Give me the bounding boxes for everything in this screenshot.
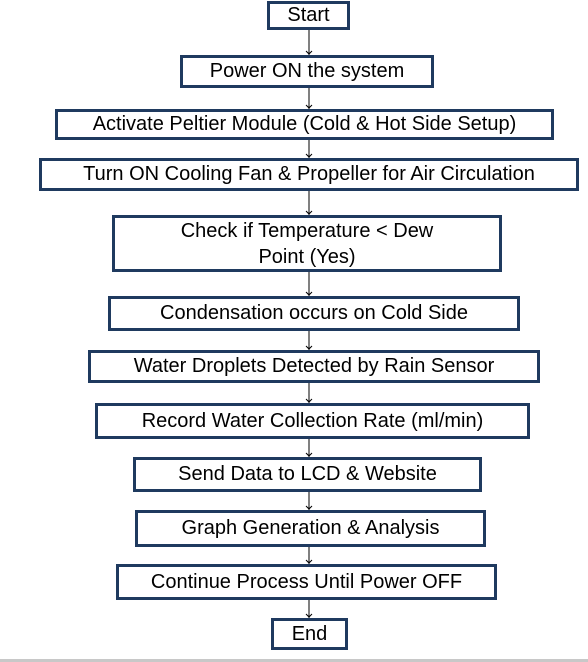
connector-arrowhead: [305, 505, 313, 510]
start-node: Start: [267, 1, 350, 30]
connector-arrowhead: [305, 345, 313, 350]
connector-arrowhead: [305, 291, 313, 296]
end-label: End: [291, 622, 328, 645]
connector-arrowhead: [305, 398, 313, 403]
condensation-step: Condensation occurs on Cold Side: [108, 296, 520, 331]
record-rate-label: Record Water Collection Rate (ml/min): [141, 409, 484, 432]
check-temperature-label: Check if Temperature < Dew Point (Yes): [180, 219, 434, 268]
bottom-divider: [0, 659, 588, 662]
connector-arrowhead: [305, 50, 313, 55]
record-rate-step: Record Water Collection Rate (ml/min): [95, 403, 530, 439]
power-on-label: Power ON the system: [209, 60, 405, 82]
graph-generation-step: Graph Generation & Analysis: [135, 510, 486, 547]
condensation-label: Condensation occurs on Cold Side: [160, 302, 468, 324]
check-temperature-step: Check if Temperature < Dew Point (Yes): [112, 215, 502, 272]
continue-process-step: Continue Process Until Power OFF: [116, 564, 497, 600]
connector-arrowhead: [305, 104, 313, 109]
water-droplets-label: Water Droplets Detected by Rain Sensor: [133, 355, 495, 377]
start-label: Start: [287, 4, 330, 26]
continue-process-label: Continue Process Until Power OFF: [150, 570, 463, 593]
cooling-fan-label: Turn ON Cooling Fan & Propeller for Air …: [83, 163, 535, 185]
send-data-label: Send Data to LCD & Website: [178, 463, 437, 485]
connector-arrowhead: [305, 559, 313, 564]
send-data-step: Send Data to LCD & Website: [133, 457, 482, 492]
connector-arrowhead: [305, 153, 313, 158]
activate-peltier-label: Activate Peltier Module (Cold & Hot Side…: [92, 113, 517, 135]
water-droplets-step: Water Droplets Detected by Rain Sensor: [88, 350, 540, 383]
graph-generation-label: Graph Generation & Analysis: [181, 517, 440, 539]
activate-peltier-step: Activate Peltier Module (Cold & Hot Side…: [55, 109, 554, 140]
connector-arrowhead: [305, 452, 313, 457]
connector-arrowhead: [305, 613, 313, 618]
cooling-fan-step: Turn ON Cooling Fan & Propeller for Air …: [39, 158, 579, 191]
connector-arrowhead: [305, 210, 313, 215]
end-node: End: [271, 618, 348, 650]
power-on-step: Power ON the system: [180, 55, 434, 88]
